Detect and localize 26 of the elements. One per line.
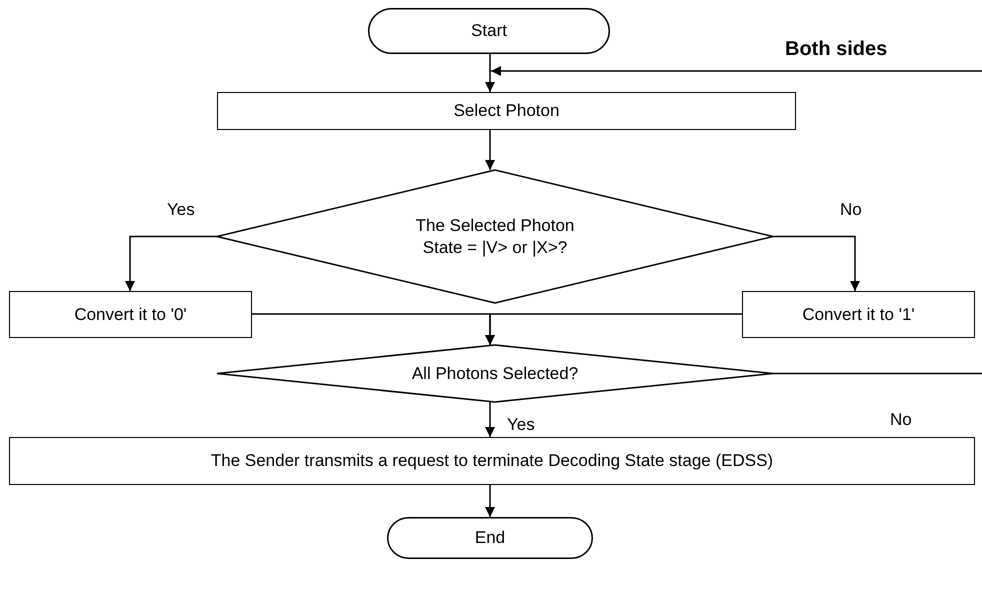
arrow — [485, 313, 742, 345]
node-text: Select Photon — [454, 100, 560, 122]
connector-line — [773, 372, 982, 374]
process-box — [9, 437, 975, 485]
note-text: Both sides — [785, 38, 888, 61]
node-text: The Sender transmits a request to terminate Decoding State stage (EDSS) — [210, 450, 774, 472]
terminal-shape — [387, 517, 593, 559]
node-text: All Photons Selected? — [412, 362, 578, 384]
arrow — [491, 66, 982, 76]
decision-diamond — [217, 170, 773, 303]
arrow — [485, 402, 495, 437]
arrow — [773, 236, 860, 291]
terminal-shape — [368, 8, 610, 54]
node-text: End — [474, 527, 506, 549]
arrow — [125, 236, 217, 291]
process-box — [742, 291, 975, 338]
process-box — [217, 92, 796, 130]
arrow — [485, 54, 495, 92]
arrow — [485, 130, 495, 170]
node-text: The Selected Photon State = |V> or |X>? — [414, 215, 576, 258]
node-text: Convert it to '0' — [74, 304, 187, 326]
process-box — [9, 291, 252, 338]
node-text: Convert it to '1' — [802, 304, 915, 326]
node-text: Start — [471, 20, 507, 42]
decision-diamond — [217, 345, 773, 402]
arrow — [485, 485, 495, 517]
